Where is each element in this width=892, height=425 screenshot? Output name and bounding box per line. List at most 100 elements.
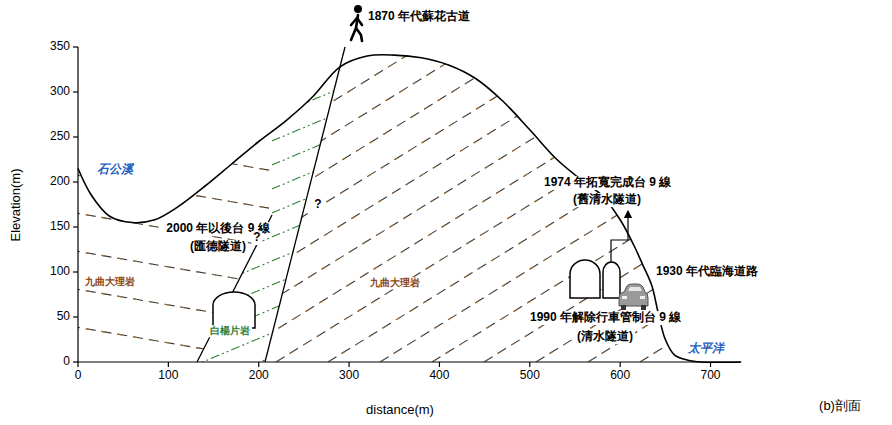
bedding-line (0, 0, 428, 362)
walker-head (354, 5, 362, 13)
foliation-line (150, 295, 420, 408)
tick-mark (73, 91, 78, 92)
rock-unit-label: 白楊片岩 (208, 325, 252, 337)
car-body (619, 284, 648, 306)
bedding-line (484, 0, 892, 362)
tick-label: 500 (520, 369, 540, 383)
foliation-line (150, 175, 420, 288)
foliation-line (150, 7, 420, 120)
bedding-line (536, 0, 892, 362)
tick-mark (73, 316, 78, 317)
road-label: 1930 年代臨海道路 (656, 265, 758, 279)
bedding-line (328, 0, 892, 362)
contact-line (265, 47, 345, 362)
tick-mark (73, 361, 78, 362)
tick-label: 250 (50, 130, 70, 144)
tick-label: 200 (249, 369, 269, 383)
tick-label: 50 (57, 310, 70, 324)
bedding-line (0, 0, 324, 362)
bedding-line (692, 0, 892, 362)
bedding-line (172, 0, 792, 362)
tick-mark (168, 362, 169, 367)
bedding-line (848, 0, 892, 362)
bedding-line (70, 288, 420, 348)
rock-unit-label: 九曲大理岩 (83, 276, 137, 288)
bedding-line (692, 0, 892, 362)
tick-mark (620, 362, 621, 367)
bedding-line (70, 60, 420, 120)
axes (73, 47, 740, 367)
bedding-line (70, 136, 420, 196)
bedding-line (380, 0, 892, 362)
tick-label: 350 (50, 40, 70, 54)
tunnel-label: (舊清水隧道) (571, 193, 643, 207)
tunnel-label: 1974 年拓寬完成台 9 線 (542, 176, 673, 190)
foliation-line (150, 31, 420, 144)
car-icon (619, 284, 648, 310)
bedding-line (276, 0, 892, 362)
bedding-line (0, 0, 480, 362)
foliation-line (150, 247, 420, 360)
trail-label: 1870 年代蘇花古道 (368, 10, 470, 24)
uncertain-mark: ? (251, 231, 262, 245)
tick-mark (710, 362, 711, 367)
bedding-line (0, 0, 220, 362)
tunnel-symbol (603, 262, 620, 298)
bedding-line (328, 0, 892, 362)
tunnel-label: (匯德隧道) (188, 240, 248, 254)
bedding-line (744, 0, 892, 362)
axis-title: distance(m) (366, 403, 434, 418)
car-wheel (641, 305, 646, 310)
walker-icon (351, 5, 362, 41)
car-wheel (621, 305, 626, 310)
bedding-line (70, 98, 420, 158)
bedding-line (484, 0, 892, 362)
bedding-line (0, 0, 324, 362)
tick-label: 100 (50, 265, 70, 279)
bedding-line (276, 0, 892, 362)
bedding-line (70, 136, 420, 196)
bedding-line (0, 0, 584, 362)
bedding-line (172, 0, 792, 362)
axis-title: Elevation(m) (9, 169, 24, 242)
bedding-line (70, 98, 420, 158)
tick-mark (439, 362, 440, 367)
bedding-line (0, 0, 584, 362)
axis-line (78, 47, 740, 362)
tick-mark (73, 46, 78, 47)
uncertain-mark: ? (312, 198, 323, 212)
tunnel-symbol (570, 260, 600, 298)
tunnel-label: 1990 年解除行車管制台 9 線 (528, 311, 683, 325)
car-window (628, 287, 642, 291)
foliation-line (150, 103, 420, 216)
bedding-line (640, 0, 892, 362)
walker-arms (351, 18, 362, 25)
tick-mark (258, 362, 259, 367)
bedding-line (0, 0, 220, 362)
tick-mark (73, 271, 78, 272)
terrain-profile (78, 55, 741, 363)
contact-line (197, 215, 272, 362)
foliation-line (150, 151, 420, 264)
walker-legs (351, 28, 362, 41)
car-light (640, 296, 645, 299)
car-light (622, 296, 627, 299)
bedding-line (120, 0, 740, 362)
tick-label: 150 (50, 220, 70, 234)
bedding-line (640, 0, 892, 362)
figure-caption: (b)剖面 (819, 399, 861, 414)
tick-label: 300 (50, 85, 70, 99)
tunnel-symbol (213, 292, 255, 328)
bedding-line (432, 0, 892, 362)
bedding-line (0, 0, 532, 362)
bedding-line (432, 0, 892, 362)
tick-label: 300 (339, 369, 359, 383)
marble-bedding-right (0, 0, 892, 362)
tick-mark (73, 136, 78, 137)
foliation-line (150, 127, 420, 240)
tick-mark (73, 226, 78, 227)
bedding-line (70, 60, 420, 120)
